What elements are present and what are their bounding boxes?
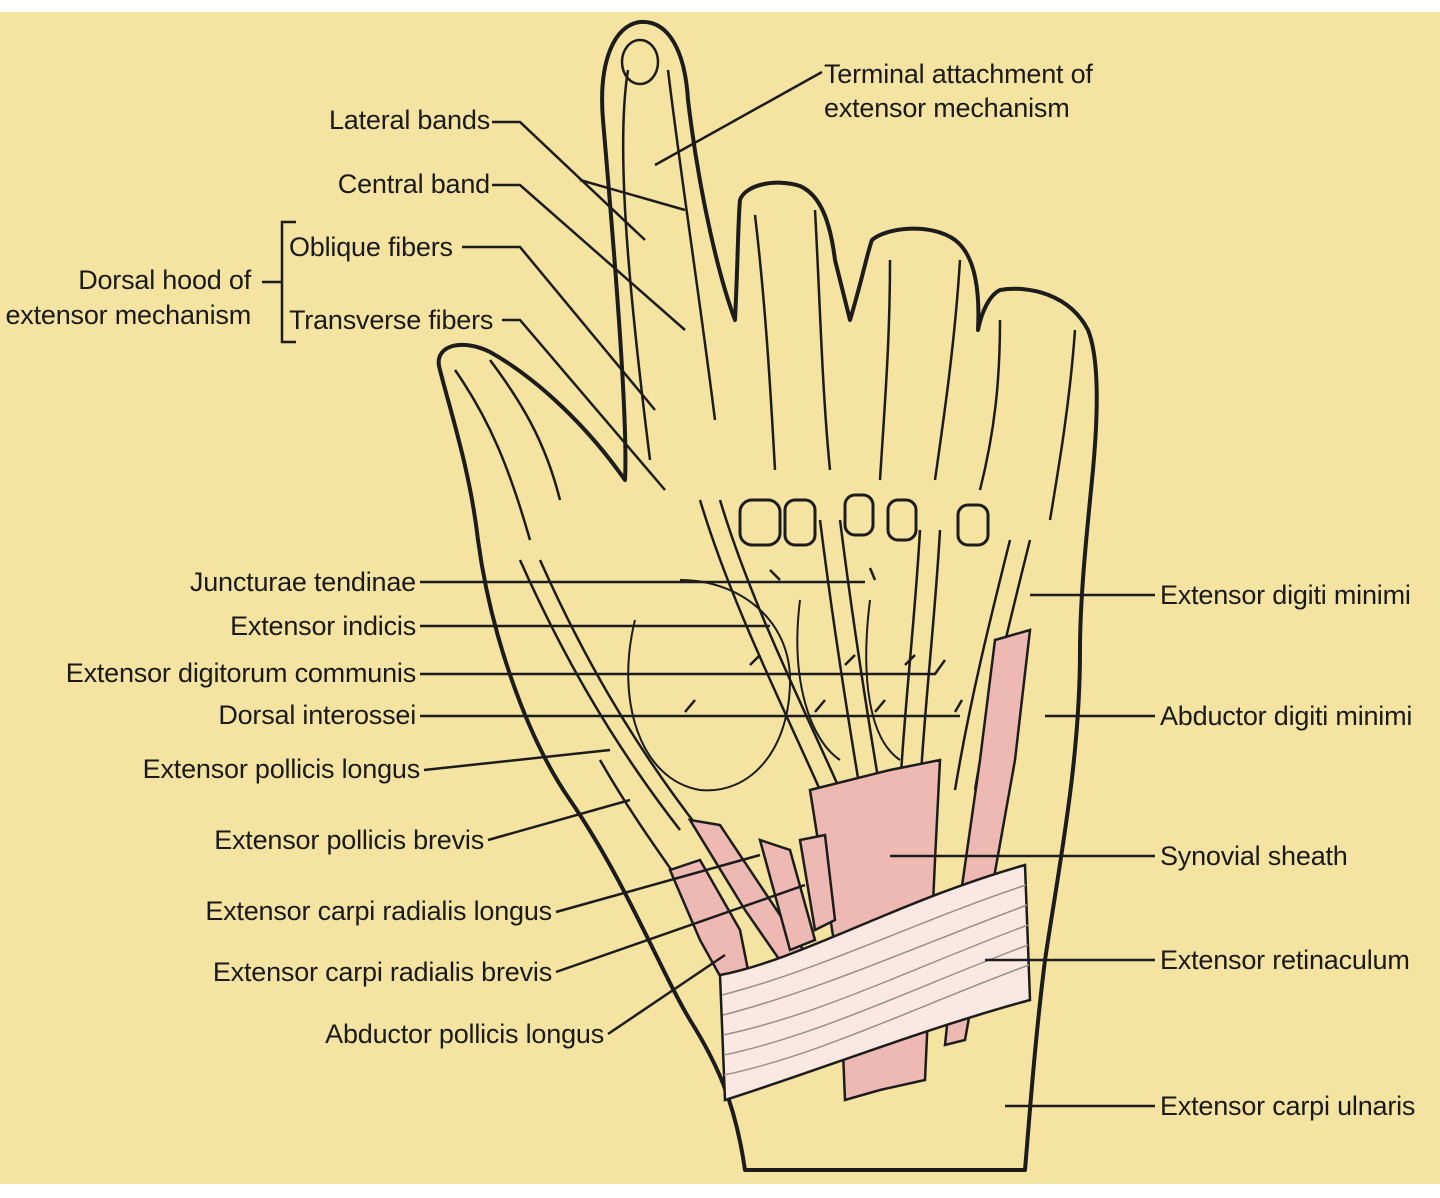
label-extensor-digiti-minimi: Extensor digiti minimi	[1160, 580, 1411, 610]
label-terminal-attachment: Terminal attachment of	[824, 59, 1093, 89]
leader-ecrl	[555, 853, 761, 914]
label-dorsal-hood-line2: extensor mechanism	[5, 300, 251, 330]
label-extensor-digitorum-communis: Extensor digitorum communis	[65, 658, 416, 688]
label-extensor-pollicis-longus: Extensor pollicis longus	[142, 754, 421, 784]
knuckle-gaps	[738, 493, 990, 547]
label-dorsal-hood: Dorsal hood of	[78, 265, 251, 295]
leader-terminal-attachment	[654, 70, 823, 167]
label-extensor-carpi-radialis-brevis: Extensor carpi radialis brevis	[212, 957, 552, 987]
label-juncturae-tendinae: Juncturae tendinae	[189, 567, 416, 597]
leader-ecrb	[555, 883, 806, 974]
label-central-band: Central band	[337, 169, 490, 199]
leader-lines	[262, 70, 1155, 1108]
label-oblique-fibers: Oblique fibers	[289, 232, 453, 262]
label-extensor-pollicis-brevis: Extensor pollicis brevis	[214, 825, 484, 855]
leader-lateral-bands	[492, 120, 686, 241]
leader-epb	[487, 798, 631, 842]
leader-oblique-fibers	[462, 245, 656, 411]
label-abductor-digiti-minimi: Abductor digiti minimi	[1160, 701, 1413, 731]
label-transverse-fibers: Transverse fibers	[289, 305, 494, 335]
leader-dorsal-interossei	[420, 699, 964, 718]
leader-apl	[607, 953, 726, 1036]
leader-transverse-fibers	[502, 318, 666, 491]
finger-contours	[453, 38, 1077, 541]
leader-juncturae	[420, 567, 877, 584]
leader-central-band	[492, 183, 686, 331]
label-terminal-attachment-line2: extensor mechanism	[824, 93, 1070, 123]
label-extensor-carpi-radialis-longus: Extensor carpi radialis longus	[205, 896, 552, 926]
label-extensor-carpi-ulnaris: Extensor carpi ulnaris	[1160, 1091, 1416, 1121]
leader-edc	[420, 654, 947, 676]
label-lateral-bands: Lateral bands	[328, 105, 490, 135]
retinaculum	[718, 863, 1032, 1102]
label-abductor-pollicis-longus: Abductor pollicis longus	[325, 1019, 604, 1049]
label-synovial-sheath: Synovial sheath	[1160, 841, 1348, 871]
label-extensor-indicis: Extensor indicis	[230, 611, 416, 641]
label-dorsal-interossei: Dorsal interossei	[218, 700, 416, 730]
label-extensor-retinaculum: Extensor retinaculum	[1160, 945, 1410, 975]
leader-epl	[423, 748, 611, 772]
bracket-dorsal-hood	[262, 220, 296, 344]
